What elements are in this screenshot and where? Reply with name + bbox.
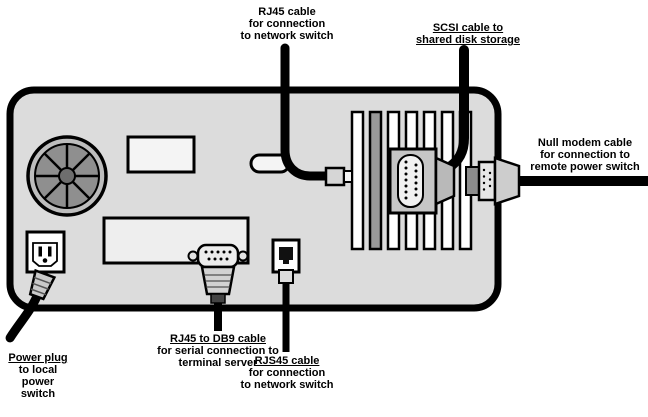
label-line: RJ45 to DB9 cable — [170, 333, 266, 345]
label-line: to network switch — [240, 379, 334, 391]
label-rj45-top: RJ45 cable for connection to network swi… — [241, 6, 334, 42]
id-plate — [126, 135, 196, 174]
label-line: for connection — [248, 18, 326, 30]
label-line: for connection to — [540, 149, 630, 161]
label-line: Power plug — [8, 352, 68, 364]
label-line: Null modem cable — [537, 137, 633, 149]
label-line: SCSI cable to — [432, 22, 504, 34]
label-rj45-bottom: RJS45 cable for connection to network sw… — [241, 355, 334, 391]
label-line: switch — [20, 388, 56, 400]
label-line: to local — [18, 364, 58, 376]
label-power-plug: Power plug to local power switch — [8, 352, 67, 400]
label-line: RJ45 cable — [258, 6, 316, 18]
occupied-slot — [368, 110, 383, 251]
power-plug-icon — [5, 268, 57, 343]
label-line: power — [21, 376, 55, 388]
label-line: for serial connection to — [157, 345, 279, 357]
rj45-top-cable — [280, 43, 353, 187]
rj45-plug-icon — [324, 166, 346, 187]
label-line: RJS45 cable — [254, 355, 320, 367]
label-line: remote power switch — [530, 161, 640, 173]
label-scsi-cable: SCSI cable to shared disk storage — [416, 22, 520, 46]
label-line: terminal server — [178, 357, 258, 369]
label-rj45-db9: RJ45 to DB9 cable for serial connection … — [157, 333, 279, 369]
power-inlet-icon — [25, 230, 66, 274]
label-line: shared disk storage — [416, 34, 520, 46]
db9-serial-connector-icon — [187, 243, 249, 331]
label-line: to network switch — [240, 30, 334, 42]
rj45-bottom-port-icon — [271, 238, 301, 352]
scsi-connector-icon — [388, 147, 456, 215]
null-modem-connector-icon — [465, 156, 521, 206]
fan-icon — [26, 135, 108, 217]
label-null-modem: Null modem cable for connection to remot… — [530, 137, 639, 173]
label-line: for connection — [248, 367, 326, 379]
